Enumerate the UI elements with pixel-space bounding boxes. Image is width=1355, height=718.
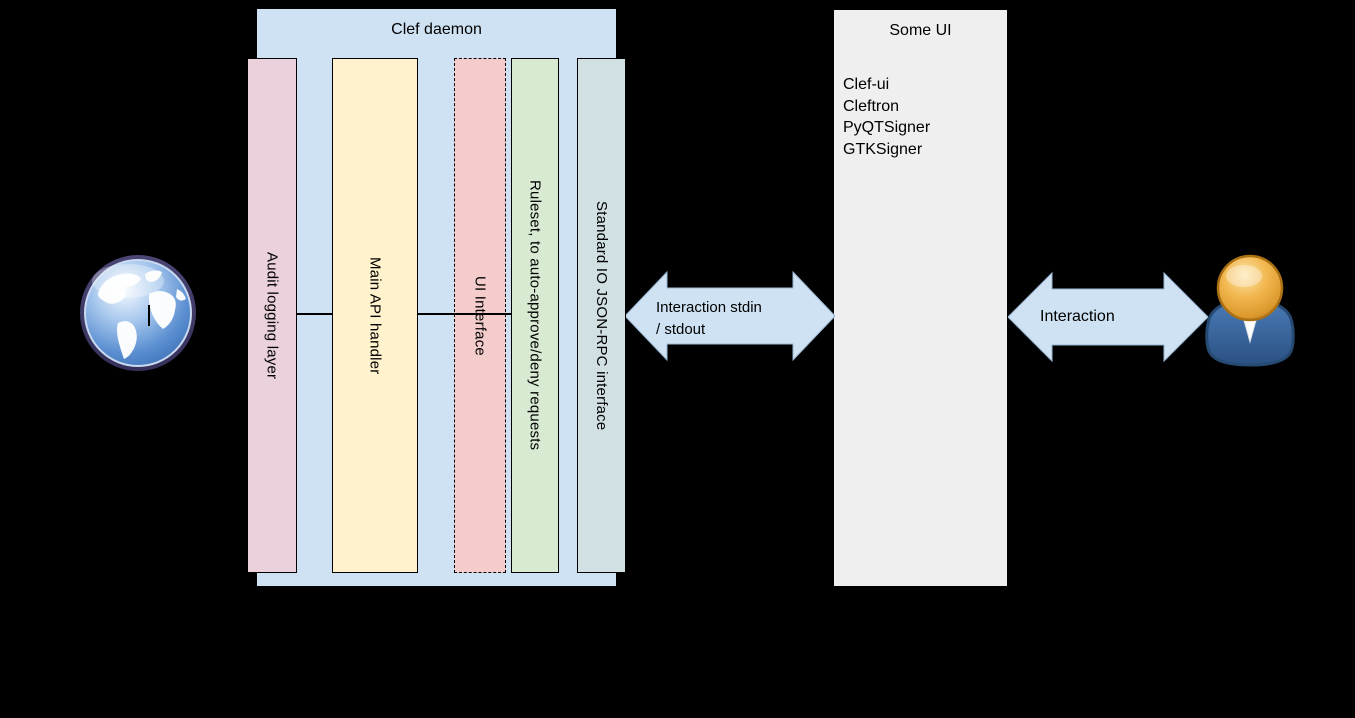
ui-interface-bar: UI Interface bbox=[454, 58, 506, 573]
connector-line-audit-api bbox=[297, 313, 332, 315]
main-api-handler-bar: Main API handler bbox=[332, 58, 418, 573]
audit-logging-layer-bar: Audit logging layer bbox=[247, 58, 297, 573]
interaction-stdio-label-line2: / stdout bbox=[656, 321, 706, 338]
ruleset-bar: Ruleset, to auto-approve/deny requests bbox=[511, 58, 559, 573]
interaction-label: Interaction bbox=[1040, 308, 1115, 325]
stdio-jsonrpc-label: Standard IO JSON-RPC interface bbox=[593, 200, 610, 431]
main-api-handler-label: Main API handler bbox=[366, 256, 384, 375]
interaction-stdio-label: Interaction stdin / stdout bbox=[656, 297, 806, 341]
clef-daemon-title: Clef daemon bbox=[391, 21, 482, 38]
user-icon bbox=[1205, 254, 1295, 367]
some-ui-item-pyqtsigner: PyQTSigner bbox=[843, 119, 931, 136]
connector-line-api-ruleset bbox=[418, 313, 511, 315]
some-ui-box: Some UI Clef-ui Cleftron PyQTSigner GTKS… bbox=[833, 9, 1008, 587]
some-ui-item-gtksigner: GTKSigner bbox=[843, 140, 923, 158]
ruleset-label: Ruleset, to auto-approve/deny requests bbox=[526, 180, 544, 451]
some-ui-item-cleftron: Cleftron bbox=[843, 97, 900, 115]
audit-logging-layer-label: Audit logging layer bbox=[263, 251, 281, 380]
some-ui-title: Some UI bbox=[889, 22, 952, 39]
interaction-stdio-label-line1: Interaction stdin bbox=[656, 299, 762, 316]
stdio-jsonrpc-bar: Standard IO JSON-RPC interface bbox=[577, 58, 626, 573]
connector-line-globe bbox=[148, 305, 150, 326]
some-ui-item-clef-ui: Clef-ui bbox=[843, 76, 890, 93]
interaction-arrow bbox=[1008, 271, 1208, 363]
globe-icon bbox=[80, 255, 196, 371]
ui-interface-label: UI Interface bbox=[471, 275, 489, 356]
clef-daemon-box bbox=[256, 8, 617, 587]
some-ui-list: Clef-ui Cleftron PyQTSigner GTKSigner bbox=[843, 74, 1003, 160]
interaction-stdio-arrow bbox=[625, 270, 835, 362]
